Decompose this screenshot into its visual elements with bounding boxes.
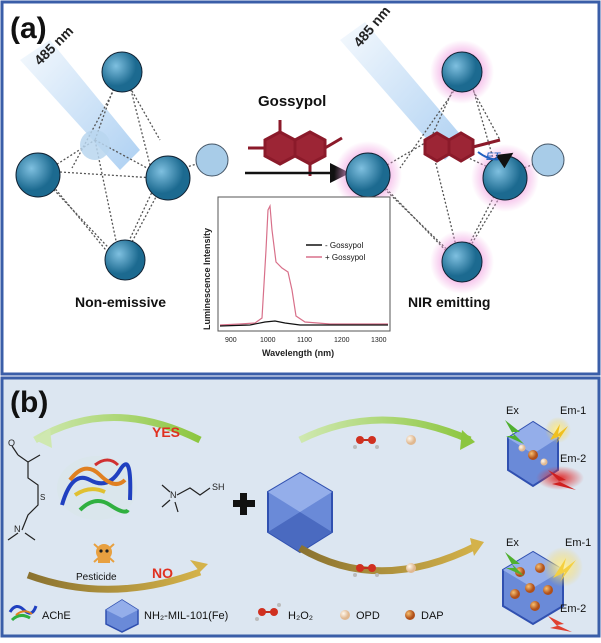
panel-b: (b) YES O S N N bbox=[0, 376, 601, 638]
energy-transfer-arrow bbox=[477, 151, 514, 169]
ex-label-top: Ex bbox=[506, 405, 519, 417]
svg-text:1000: 1000 bbox=[260, 337, 276, 344]
upper-reaction-arrowhead bbox=[460, 430, 475, 450]
em1-label-top: Em-1 bbox=[560, 405, 586, 417]
legend-ache-label: AChE bbox=[42, 610, 71, 622]
spectrum-plus-gossypol bbox=[219, 203, 388, 326]
h2o2-icon bbox=[255, 603, 281, 621]
excitation-bolt-bottom-icon bbox=[505, 552, 524, 576]
spectrum-minus-gossypol bbox=[219, 320, 388, 327]
legend-label-plus: + Gossypol bbox=[325, 253, 365, 262]
mof-icon bbox=[105, 599, 139, 633]
h2o2-molecule-top-icon bbox=[353, 436, 379, 449]
ex-label-bottom: Ex bbox=[506, 537, 519, 549]
h2o2-molecule-bottom-icon bbox=[353, 564, 379, 577]
yes-arrowhead bbox=[35, 428, 52, 448]
inset-xticks: 900 1000 1100 1200 1300 bbox=[225, 337, 387, 344]
gossypol-molecule-icon bbox=[248, 120, 343, 176]
emission1-bolt-top-icon bbox=[550, 424, 568, 444]
skull-crossbones-icon bbox=[93, 543, 115, 563]
no-label: NO bbox=[152, 565, 173, 581]
inset-xlabel: Wavelength (nm) bbox=[262, 348, 334, 358]
thiocholine-structure: N SH bbox=[161, 482, 225, 513]
inset-ylabel: Luminescence Intensity bbox=[202, 228, 212, 330]
lower-reaction-arrowhead bbox=[470, 538, 484, 556]
legend-label-minus: - Gossypol bbox=[325, 241, 363, 250]
no-pathway-arc bbox=[26, 568, 202, 593]
opd-molecule-bottom-icon bbox=[406, 563, 416, 573]
legend-mof-label: NH₂-MIL-101(Fe) bbox=[144, 610, 228, 622]
emission2-bolt-top-icon bbox=[548, 470, 576, 490]
opd-icon bbox=[340, 610, 350, 620]
svg-text:1200: 1200 bbox=[334, 337, 350, 344]
panel-a: (a) 485 nm Non-emissive Gossypol bbox=[0, 0, 601, 376]
panel-b-legend: AChE NH₂-MIL-101(Fe) H₂O₂ OPD DAP bbox=[8, 599, 444, 633]
plus-sign bbox=[233, 493, 255, 515]
yes-pathway-arc bbox=[33, 414, 202, 444]
svg-text:N: N bbox=[14, 524, 21, 534]
svg-text:1100: 1100 bbox=[297, 337, 312, 344]
gossypol-bound-icon bbox=[423, 131, 501, 163]
dap-icon bbox=[405, 610, 415, 620]
arrow-label: Gossypol bbox=[258, 93, 326, 110]
inset-plot: Luminescence Intensity 900 1000 1100 120… bbox=[202, 196, 391, 358]
laser-beam-right bbox=[340, 22, 465, 160]
svg-text:S: S bbox=[40, 493, 45, 502]
opd-molecule-top-icon bbox=[406, 435, 416, 445]
legend-opd-label: OPD bbox=[356, 610, 380, 622]
svg-text:1300: 1300 bbox=[371, 337, 387, 344]
ache-protein-icon bbox=[57, 456, 137, 520]
em2-label-bottom: Em-2 bbox=[560, 603, 586, 615]
left-caption: Non-emissive bbox=[75, 294, 166, 310]
emission2-bolt-bottom-icon bbox=[548, 616, 572, 632]
em1-label-bottom: Em-1 bbox=[565, 537, 591, 549]
et-label: ET bbox=[486, 151, 501, 163]
svg-text:900: 900 bbox=[225, 337, 237, 344]
mof-framework-right: ET bbox=[334, 40, 565, 294]
yes-label: YES bbox=[152, 424, 180, 440]
excitation-bolt-top-icon bbox=[505, 420, 524, 444]
legend-h2o2-label: H₂O₂ bbox=[288, 610, 313, 622]
cluster-nodes-left bbox=[15, 51, 229, 281]
panel-b-label: (b) bbox=[10, 386, 48, 419]
mof-framework-left bbox=[15, 51, 229, 281]
legend-dap-label: DAP bbox=[421, 610, 444, 622]
lower-reaction-arc bbox=[298, 541, 480, 575]
em2-label-top: Em-2 bbox=[560, 453, 586, 465]
inset-plot-frame bbox=[217, 196, 391, 332]
svg-text:N: N bbox=[170, 490, 177, 500]
laser-beam-left bbox=[20, 40, 140, 170]
thiol-label: SH bbox=[212, 482, 225, 492]
right-caption: NIR emitting bbox=[408, 294, 490, 310]
panel-a-label: (a) bbox=[10, 12, 47, 45]
upper-reaction-arc bbox=[298, 416, 472, 444]
acetylcholine-structure: O S N bbox=[7, 438, 45, 541]
svg-text:O: O bbox=[8, 438, 15, 448]
emission1-bolt-bottom-icon bbox=[553, 558, 576, 582]
no-arrowhead bbox=[190, 560, 208, 572]
ache-icon bbox=[8, 605, 38, 622]
pesticide-label: Pesticide bbox=[76, 572, 117, 583]
